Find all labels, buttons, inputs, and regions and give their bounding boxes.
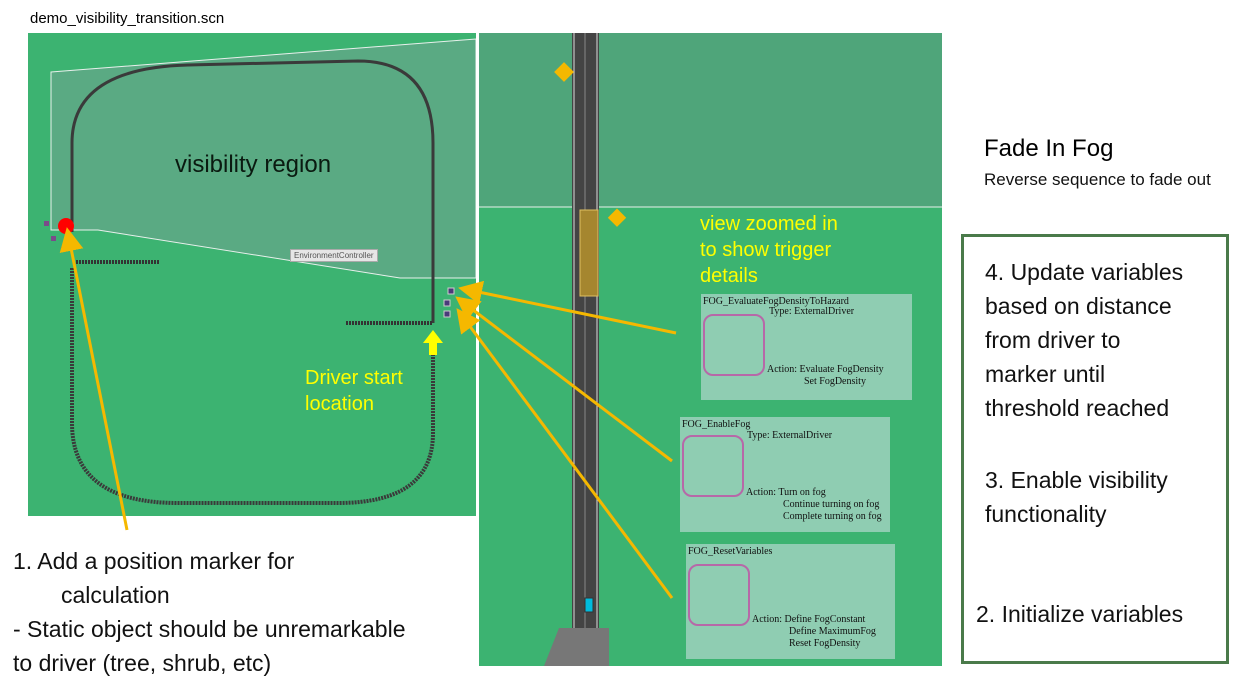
trigger-icon <box>703 314 765 376</box>
track-drawing <box>44 38 476 505</box>
road-sign-icon <box>607 208 627 227</box>
steps-box: 4. Update variables based on distance fr… <box>961 234 1229 664</box>
zoom-note: view zoomed in to show trigger details <box>700 213 838 287</box>
trigger-actions: Action: Evaluate FogDensity Set FogDensi… <box>767 364 884 387</box>
region-shade <box>479 33 942 207</box>
intersection <box>544 628 609 666</box>
visibility-region-polygon <box>50 38 476 279</box>
scenario-overview-view: visibility region EnvironmentController … <box>28 33 476 516</box>
fade-title: Fade In Fog <box>984 135 1114 162</box>
driver-vehicle <box>584 597 594 613</box>
vehicle <box>579 209 599 297</box>
visibility-region-label: visibility region <box>175 151 332 178</box>
file-title: demo_visibility_transition.scn <box>30 10 225 27</box>
trigger-icon <box>688 564 750 626</box>
trigger-icon <box>447 287 455 295</box>
trigger-type: Type: ExternalDriver <box>769 306 855 317</box>
trigger-icon <box>682 435 744 497</box>
marker-note: 1. Add a position marker for calculation… <box>13 548 406 676</box>
trigger-name: FOG_EnableFog <box>682 419 751 430</box>
trigger-reset-variables[interactable]: FOG_ResetVariables Action: Define FogCon… <box>686 544 895 659</box>
trigger-icon <box>443 299 451 307</box>
trigger-actions: Action: Define FogConstant Define Maximu… <box>752 614 876 649</box>
step-enable-visibility: 3. Enable visibility functionality <box>985 467 1168 527</box>
step-update-variables: 4. Update variables based on distance fr… <box>985 259 1184 421</box>
trigger-icon <box>61 247 66 252</box>
trigger-icon <box>51 236 56 241</box>
trigger-name: FOG_EvaluateFogDensityToHazard <box>703 296 849 307</box>
trigger-type: Type: ExternalDriver <box>747 430 833 441</box>
fade-subtitle: Reverse sequence to fade out <box>984 170 1211 189</box>
environment-controller-label: EnvironmentController <box>290 249 378 262</box>
trigger-icon <box>443 310 451 318</box>
trigger-actions: Action: Turn on fog Continue turning on … <box>746 487 882 522</box>
trigger-icon <box>44 221 49 226</box>
trigger-evaluate-fog-density[interactable]: FOG_EvaluateFogDensityToHazard Type: Ext… <box>701 294 912 400</box>
driver-start-label: Driver start location <box>305 367 403 415</box>
trigger-enable-fog[interactable]: FOG_EnableFog Type: ExternalDriver Actio… <box>680 417 890 532</box>
track-loop <box>70 59 435 323</box>
trigger-name: FOG_ResetVariables <box>688 546 773 557</box>
driver-start-arrow <box>423 330 443 355</box>
step-initialize-variables: 2. Initialize variables <box>976 601 1184 627</box>
position-marker <box>58 218 74 234</box>
zoomed-trigger-view: view zoomed in to show trigger details F… <box>479 33 942 666</box>
